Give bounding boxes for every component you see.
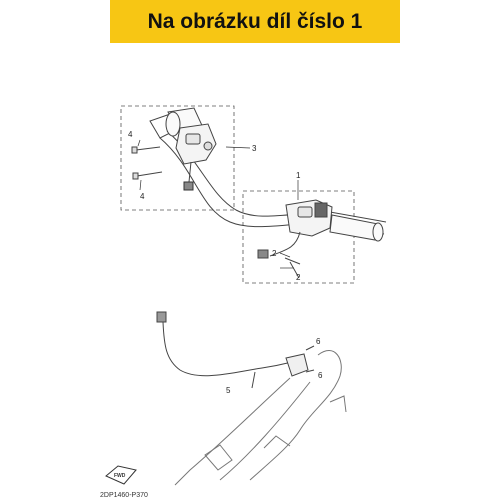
right-switch-housing [285, 199, 333, 237]
banner-title: Na obrázku díl číslo 1 [147, 9, 363, 33]
right-switch-wiring [257, 231, 301, 279]
diagram-code: 2DP1460-P370 [100, 492, 148, 499]
callout-1: 1 [296, 171, 301, 180]
callout-4-upper: 4 [128, 130, 133, 139]
left-screws [131, 146, 163, 180]
switch-cable [156, 311, 293, 389]
left-switch-housing [175, 123, 217, 191]
callout-6-lower: 6 [318, 371, 323, 380]
callout-6-upper: 6 [316, 337, 321, 346]
fwd-label: FWD [114, 473, 126, 479]
right-switch-group-box [242, 190, 355, 284]
callout-2-upper: 2 [272, 249, 277, 258]
callout-5: 5 [226, 386, 231, 395]
left-switch-group-box [120, 105, 235, 211]
forward-arrow-icon: FWD [105, 465, 137, 485]
title-banner: Na obrázku díl číslo 1 [110, 0, 400, 43]
frame-switch [285, 345, 315, 377]
callout-4-lower: 4 [140, 192, 145, 201]
leader-lines [137, 139, 299, 269]
right-grip [329, 214, 384, 242]
callout-3: 3 [252, 144, 257, 153]
callout-2-lower: 2 [296, 273, 301, 282]
frame-outline [174, 350, 347, 486]
